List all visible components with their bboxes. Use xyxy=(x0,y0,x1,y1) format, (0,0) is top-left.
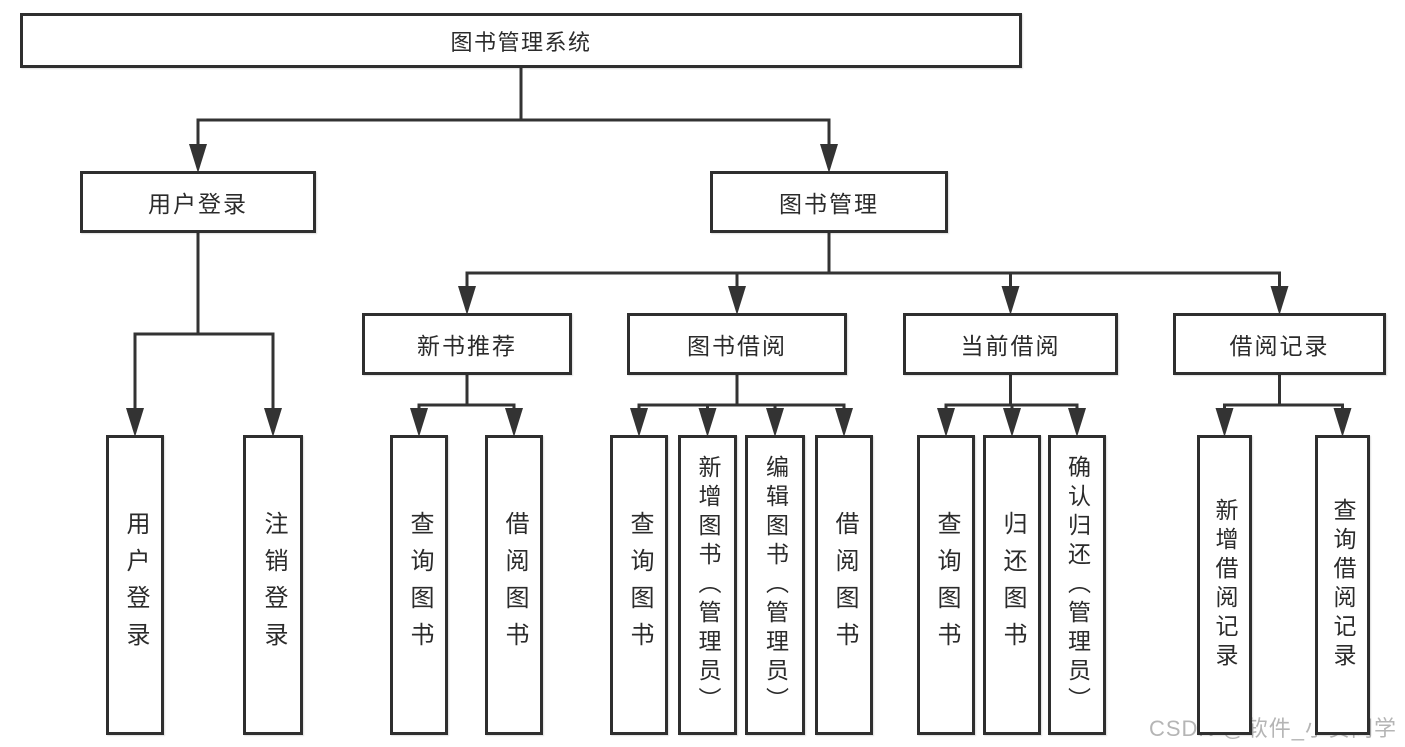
node-leaf-cb-return: 归还图书 xyxy=(983,435,1041,735)
node-label-leaf-bb-query: 查询图书 xyxy=(626,511,653,659)
node-leaf-logout: 注销登录 xyxy=(243,435,303,735)
node-leaf-login: 用户登录 xyxy=(106,435,164,735)
node-label-borrow-records: 借阅记录 xyxy=(1229,333,1330,359)
node-label-book-mgmt: 图书管理 xyxy=(779,191,879,217)
node-label-leaf-cb-confirm: 确认归还（管理员） xyxy=(1064,454,1091,716)
node-leaf-bb-query: 查询图书 xyxy=(610,435,668,735)
node-leaf-cb-confirm: 确认归还（管理员） xyxy=(1048,435,1106,735)
node-leaf-bb-edit: 编辑图书（管理员） xyxy=(745,435,805,735)
node-label-leaf-login: 用户登录 xyxy=(122,511,149,659)
node-label-user-login: 用户登录 xyxy=(148,191,248,217)
node-label-leaf-cb-return: 归还图书 xyxy=(999,511,1026,659)
node-label-leaf-nr-query: 查询图书 xyxy=(406,511,433,659)
node-label-leaf-bb-add: 新增图书（管理员） xyxy=(695,454,721,716)
node-label-book-borrow: 图书借阅 xyxy=(687,333,787,359)
node-label-leaf-br-add: 新增借阅记录 xyxy=(1212,498,1238,672)
node-borrow-records: 借阅记录 xyxy=(1173,313,1386,375)
node-label-leaf-logout: 注销登录 xyxy=(260,511,287,659)
node-new-book-rec: 新书推荐 xyxy=(362,313,572,375)
node-leaf-cb-query: 查询图书 xyxy=(917,435,975,735)
node-leaf-nr-query: 查询图书 xyxy=(390,435,448,735)
node-label-leaf-bb-borrow: 借阅图书 xyxy=(831,511,858,659)
node-label-leaf-cb-query: 查询图书 xyxy=(933,511,960,659)
node-current-borrow: 当前借阅 xyxy=(903,313,1118,375)
node-user-login: 用户登录 xyxy=(80,171,316,233)
node-label-leaf-nr-borrow: 借阅图书 xyxy=(501,511,528,659)
node-leaf-bb-add: 新增图书（管理员） xyxy=(678,435,737,735)
node-root: 图书管理系统 xyxy=(20,13,1022,68)
node-label-leaf-br-query: 查询借阅记录 xyxy=(1330,498,1356,672)
node-leaf-br-add: 新增借阅记录 xyxy=(1197,435,1252,735)
node-label-current-borrow: 当前借阅 xyxy=(960,333,1061,359)
node-label-root: 图书管理系统 xyxy=(450,29,592,55)
node-book-borrow: 图书借阅 xyxy=(627,313,847,375)
node-book-mgmt: 图书管理 xyxy=(710,171,948,233)
node-label-new-book-rec: 新书推荐 xyxy=(417,333,517,359)
node-leaf-bb-borrow: 借阅图书 xyxy=(815,435,873,735)
node-label-leaf-bb-edit: 编辑图书（管理员） xyxy=(762,454,789,716)
node-leaf-br-query: 查询借阅记录 xyxy=(1315,435,1370,735)
node-leaf-nr-borrow: 借阅图书 xyxy=(485,435,543,735)
